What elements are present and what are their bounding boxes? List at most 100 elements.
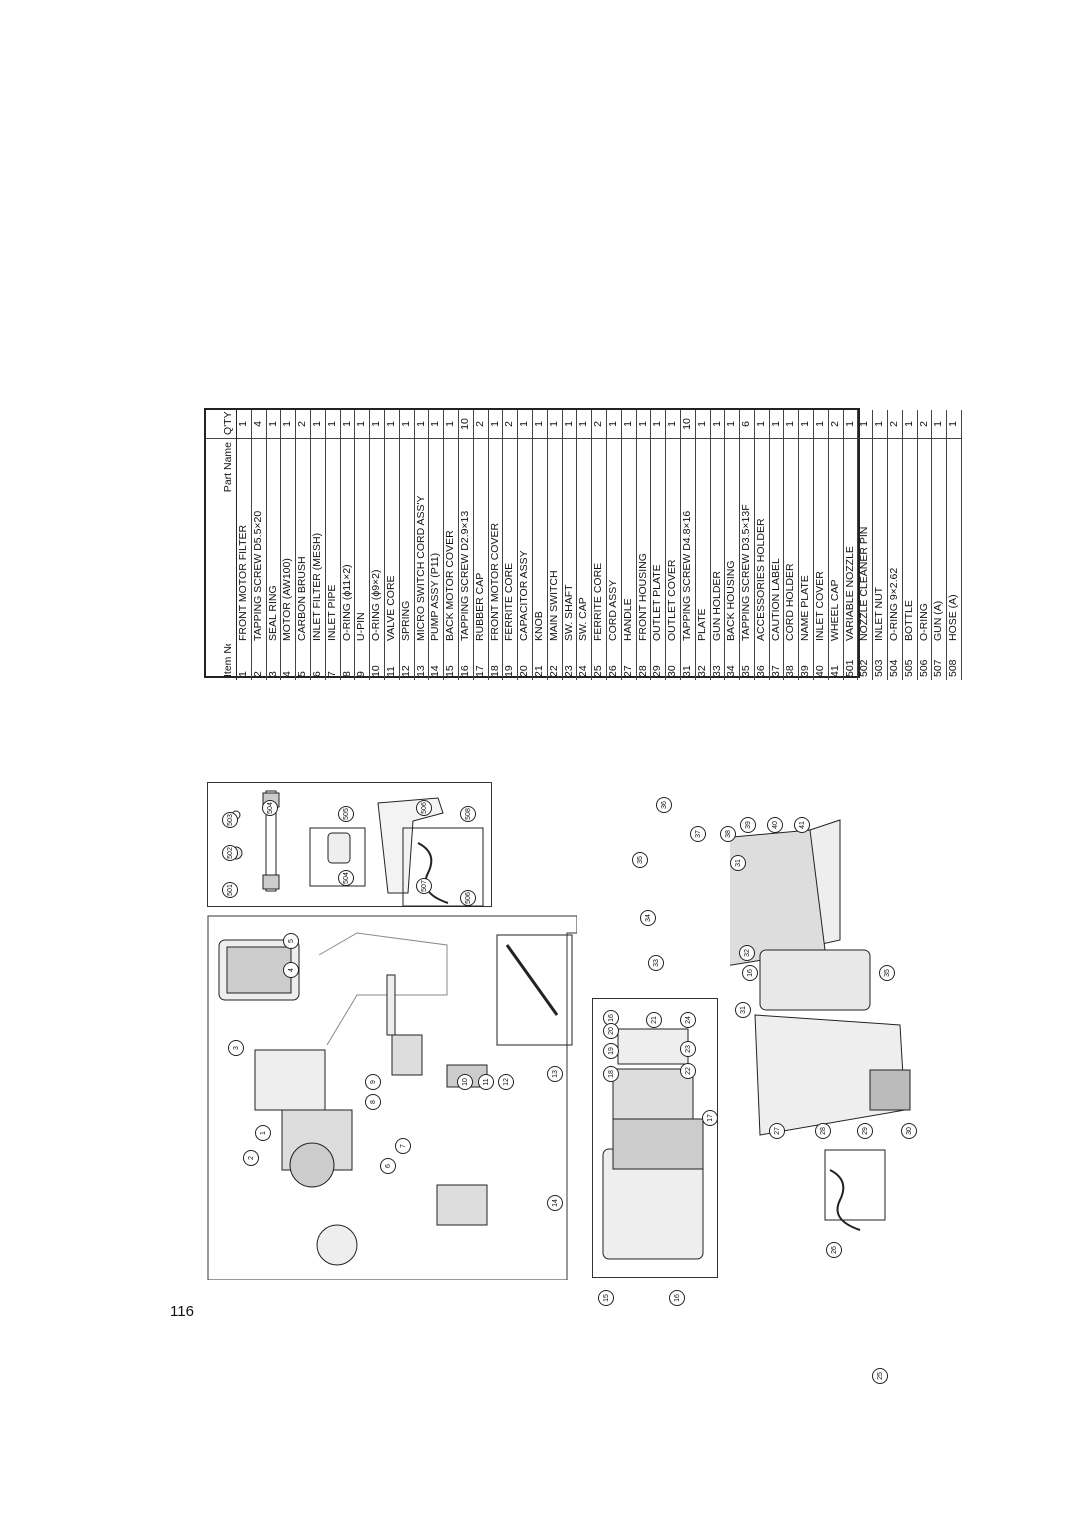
callout-housing-7: 31 [730,855,746,871]
qty-cell: 1 [902,410,918,439]
callout-housing-9: 33 [648,955,664,971]
qty-cell: 6 [739,410,755,439]
callout-pump-8: 9 [365,1074,381,1090]
pump-assembly-box [207,915,577,1280]
item-no-cell: 41 [828,644,844,680]
part-name-cell: O-RING 9×2.62 [887,438,903,644]
part-name-cell: INLET PIPE [325,438,341,644]
motor-illustration [602,1028,704,1260]
callout-accessories-7: 507 [416,878,432,894]
part-name-cell: TAPPING SCREW D3.5×13F [739,438,755,644]
page-number: 116 [170,1303,194,1320]
callout-accessories-9: 506 [460,890,476,906]
item-no-cell: 5 [295,644,311,680]
callout-accessories-5: 504 [338,870,354,886]
item-no-cell: 505 [902,644,918,680]
part-name-cell: SPRING [399,438,415,644]
callout-pump-3: 4 [283,962,299,978]
part-name-cell: CORD ASSY [606,438,622,644]
part-name-cell: FRONT MOTOR FILTER [236,438,252,644]
callout-housing-1: 26 [826,1242,842,1258]
part-name-cell: SEAL RING [266,438,281,644]
callout-housing-13: 37 [690,826,706,842]
item-no-cell: 15 [443,644,459,680]
part-name-cell: CAPACITOR ASSY [517,438,533,644]
callout-pump-12: 13 [547,1066,563,1082]
qty-cell: 1 [562,410,577,439]
item-no-cell: 4 [280,644,296,680]
item-no-cell: 32 [695,644,710,680]
item-no-cell: 36 [754,644,770,680]
part-name-cell: U-PIN [354,438,370,644]
callout-pump-2: 3 [228,1040,244,1056]
callout-housing-2: 27 [769,1123,785,1139]
qty-cell: 1 [843,410,858,439]
item-no-cell: 508 [946,644,962,680]
item-no-cell: 3 [266,644,281,680]
pump-assembly-illustration [207,915,577,1280]
callout-housing-12: 36 [656,797,672,813]
callout-motor-4: 18 [603,1066,619,1082]
callout-accessories-1: 502 [222,845,238,861]
qty-cell: 2 [887,410,903,439]
part-name-cell: PUMP ASSY (P11) [428,438,444,644]
part-name-cell: GUN (A) [931,438,947,644]
qty-cell: 4 [251,410,267,439]
qty-cell: 1 [769,410,784,439]
qty-cell: 1 [650,410,666,439]
qty-cell: 1 [399,410,415,439]
item-no-cell: 8 [340,644,355,680]
item-no-cell: 29 [650,644,666,680]
callout-housing-3: 28 [815,1123,831,1139]
callout-housing-14: 38 [720,826,736,842]
item-no-cell: 34 [724,644,740,680]
item-no-cell: 39 [798,644,814,680]
header-part-name: Part Name [206,438,237,644]
callout-accessories-2: 503 [222,812,238,828]
qty-cell: 1 [636,410,651,439]
qty-cell: 10 [680,410,696,439]
qty-cell: 1 [576,410,592,439]
part-name-cell: PLATE [695,438,710,644]
callout-accessories-3: 504 [262,800,278,816]
item-no-cell: 501 [843,644,858,680]
callout-pump-0: 1 [255,1125,271,1141]
part-name-cell: INLET FILTER (MESH) [310,438,326,644]
part-name-cell: INLET COVER [813,438,829,644]
qty-cell: 1 [280,410,296,439]
part-name-cell: O-RING [917,438,932,644]
item-no-cell: 25 [591,644,607,680]
housing-illustration [730,819,911,1231]
part-name-cell: BACK MOTOR COVER [443,438,459,644]
part-name-cell: MAIN SWITCH [547,438,563,644]
item-no-cell: 12 [399,644,415,680]
part-name-cell: MICRO SWITCH CORD ASS'Y [414,438,429,644]
qty-cell: 1 [414,410,429,439]
item-no-cell: 6 [310,644,326,680]
item-no-cell: 504 [887,644,903,680]
part-name-cell: BOTTLE [902,438,918,644]
qty-cell: 1 [606,410,622,439]
callout-motor-1: 16 [669,1290,685,1306]
callout-motor-8: 22 [680,1063,696,1079]
item-no-cell: 28 [636,644,651,680]
